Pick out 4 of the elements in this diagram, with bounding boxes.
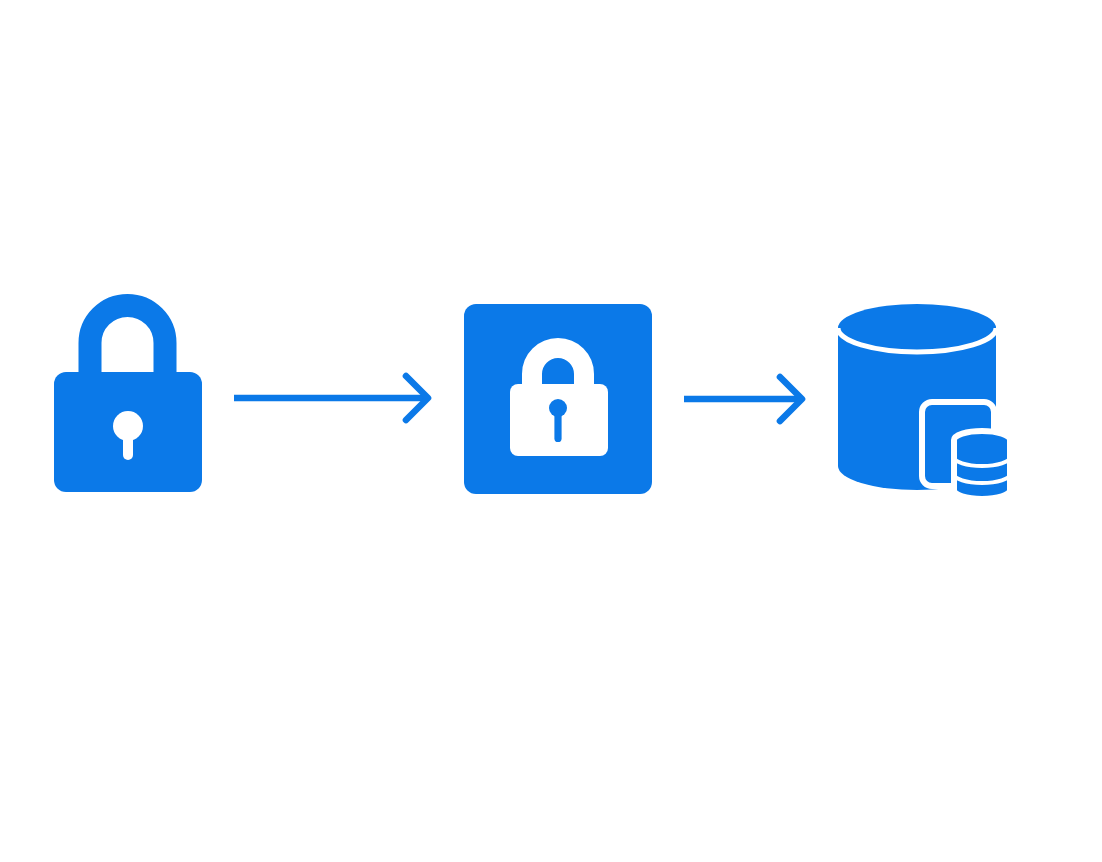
arrow xyxy=(684,373,806,425)
padlock-icon xyxy=(54,292,202,492)
padlock-tile-icon xyxy=(464,304,652,494)
arrow xyxy=(234,372,432,424)
